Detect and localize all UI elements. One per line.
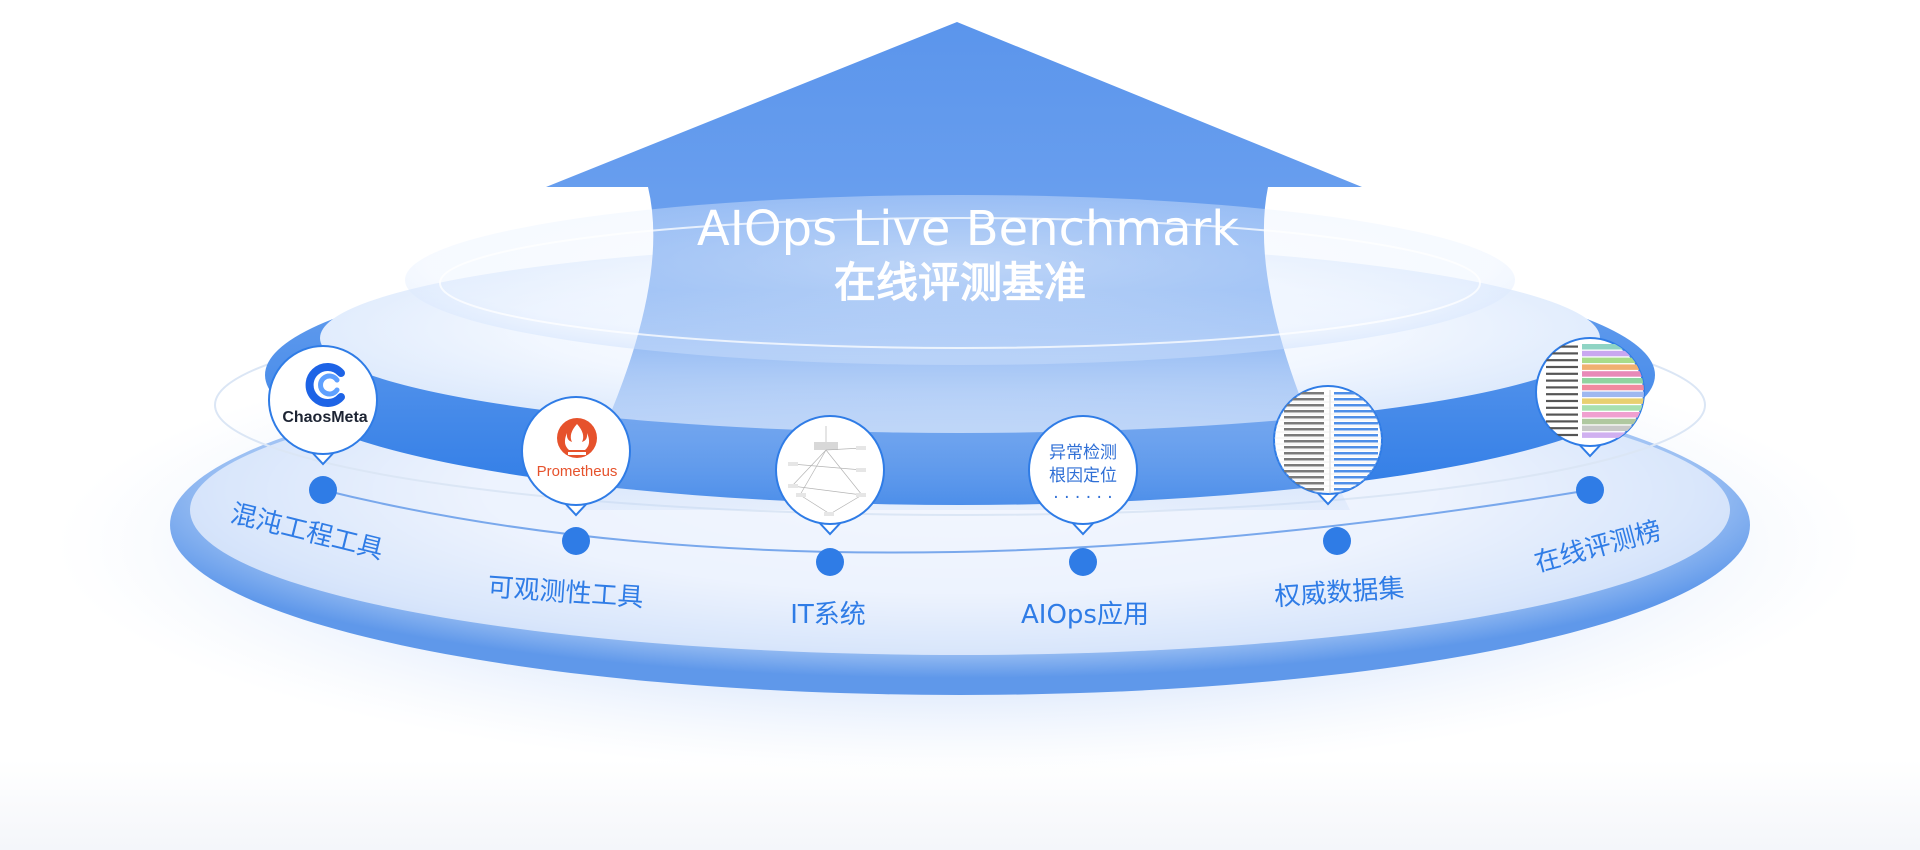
leaderboard-bars-thumbnail bbox=[1546, 344, 1644, 438]
bubble-aiops-app: 异常检测 根因定位 · · · · · · bbox=[1028, 415, 1138, 536]
timeline-dot bbox=[1323, 527, 1351, 555]
table-link-cell bbox=[1334, 428, 1378, 431]
bubble-line: 异常检测 bbox=[1049, 443, 1117, 463]
bubble-leaderboard bbox=[1535, 337, 1645, 458]
leaderboard-bar bbox=[1582, 405, 1644, 411]
leaderboard-label bbox=[1546, 420, 1578, 423]
top-disc-rim bbox=[439, 217, 1481, 349]
table-cell bbox=[1284, 416, 1324, 419]
table-cell bbox=[1284, 398, 1324, 401]
bubble-prometheus: Prometheus bbox=[521, 396, 631, 517]
leaderboard-bar bbox=[1582, 344, 1644, 350]
leaderboard-bar bbox=[1582, 398, 1644, 404]
table-link-cell bbox=[1334, 482, 1378, 485]
leaderboard-bar bbox=[1582, 432, 1644, 438]
leaderboard-bar bbox=[1582, 350, 1644, 357]
service-graph-thumbnail bbox=[788, 426, 866, 516]
leaderboard-label bbox=[1546, 393, 1578, 396]
table-cell bbox=[1284, 452, 1324, 455]
leaderboard-bar bbox=[1582, 384, 1644, 391]
timeline-dot bbox=[1069, 548, 1097, 576]
table-cell bbox=[1284, 392, 1324, 395]
table-link-cell bbox=[1334, 416, 1378, 419]
table-cell bbox=[1284, 446, 1324, 449]
table-link-cell bbox=[1334, 398, 1378, 401]
bubble-line: 根因定位 bbox=[1049, 466, 1117, 486]
top-disc bbox=[405, 195, 1515, 365]
table-link-cell bbox=[1334, 440, 1378, 443]
leaderboard-label bbox=[1546, 372, 1578, 375]
table-cell bbox=[1284, 410, 1324, 413]
stage-label: AIOps应用 bbox=[1021, 600, 1149, 630]
leaderboard-label bbox=[1546, 352, 1578, 355]
leaderboard-bar bbox=[1582, 357, 1644, 364]
leaderboard-label bbox=[1546, 365, 1578, 369]
leaderboard-label bbox=[1546, 406, 1578, 409]
table-cell bbox=[1284, 434, 1324, 437]
table-link-cell bbox=[1334, 476, 1378, 479]
table-link-cell bbox=[1334, 410, 1378, 413]
timeline-dot bbox=[1576, 476, 1604, 504]
chaosmeta-logo-text: ChaosMeta bbox=[282, 409, 367, 426]
timeline-dot bbox=[309, 476, 337, 504]
table-cell bbox=[1284, 470, 1324, 473]
timeline-dot bbox=[562, 527, 590, 555]
title-english: AIOps Live Benchmark bbox=[697, 201, 1239, 257]
table-link-cell bbox=[1334, 434, 1378, 437]
leaderboard-bar bbox=[1582, 378, 1644, 384]
stage-label: IT系统 bbox=[790, 600, 866, 630]
prometheus-logo-text: Prometheus bbox=[537, 463, 618, 480]
table-cell bbox=[1284, 458, 1324, 461]
prometheus-flame-icon bbox=[557, 418, 597, 458]
table-cell bbox=[1284, 464, 1324, 467]
chaosmeta-logo-icon bbox=[305, 363, 345, 407]
title-chinese: 在线评测基准 bbox=[834, 258, 1086, 307]
table-cell bbox=[1284, 422, 1324, 425]
table-link-cell bbox=[1334, 458, 1378, 461]
leaderboard-label bbox=[1546, 433, 1578, 437]
table-link-cell bbox=[1334, 446, 1378, 449]
leaderboard-label bbox=[1546, 427, 1578, 430]
leaderboard-label bbox=[1546, 399, 1578, 403]
table-link-cell bbox=[1334, 404, 1378, 407]
bubble-line: · · · · · · bbox=[1053, 488, 1112, 508]
table-link-cell bbox=[1334, 422, 1378, 425]
leaderboard-bar bbox=[1582, 418, 1644, 425]
table-cell bbox=[1284, 440, 1324, 443]
leaderboard-bar bbox=[1582, 371, 1644, 377]
leaderboard-label bbox=[1546, 413, 1578, 416]
leaderboard-bar bbox=[1582, 412, 1644, 418]
table-link-cell bbox=[1334, 470, 1378, 473]
bubble-chaosmeta: ChaosMeta bbox=[268, 345, 378, 466]
bubble-it-system bbox=[775, 415, 885, 536]
table-cell bbox=[1284, 482, 1324, 485]
leaderboard-bar bbox=[1582, 425, 1644, 432]
table-cell bbox=[1284, 404, 1324, 407]
leaderboard-label bbox=[1546, 386, 1578, 389]
table-cell bbox=[1284, 428, 1324, 431]
leaderboard-label bbox=[1546, 345, 1578, 348]
timeline-dot bbox=[816, 548, 844, 576]
timeline-curve bbox=[322, 489, 1591, 554]
leaderboard-label bbox=[1546, 379, 1578, 382]
leaderboard-bar bbox=[1582, 364, 1644, 370]
table-cell bbox=[1284, 476, 1324, 479]
leaderboard-label bbox=[1546, 359, 1578, 362]
timeline-dots bbox=[309, 476, 1604, 576]
table-link-cell bbox=[1334, 452, 1378, 455]
leaderboard-bar bbox=[1582, 391, 1644, 398]
table-link-cell bbox=[1334, 464, 1378, 467]
